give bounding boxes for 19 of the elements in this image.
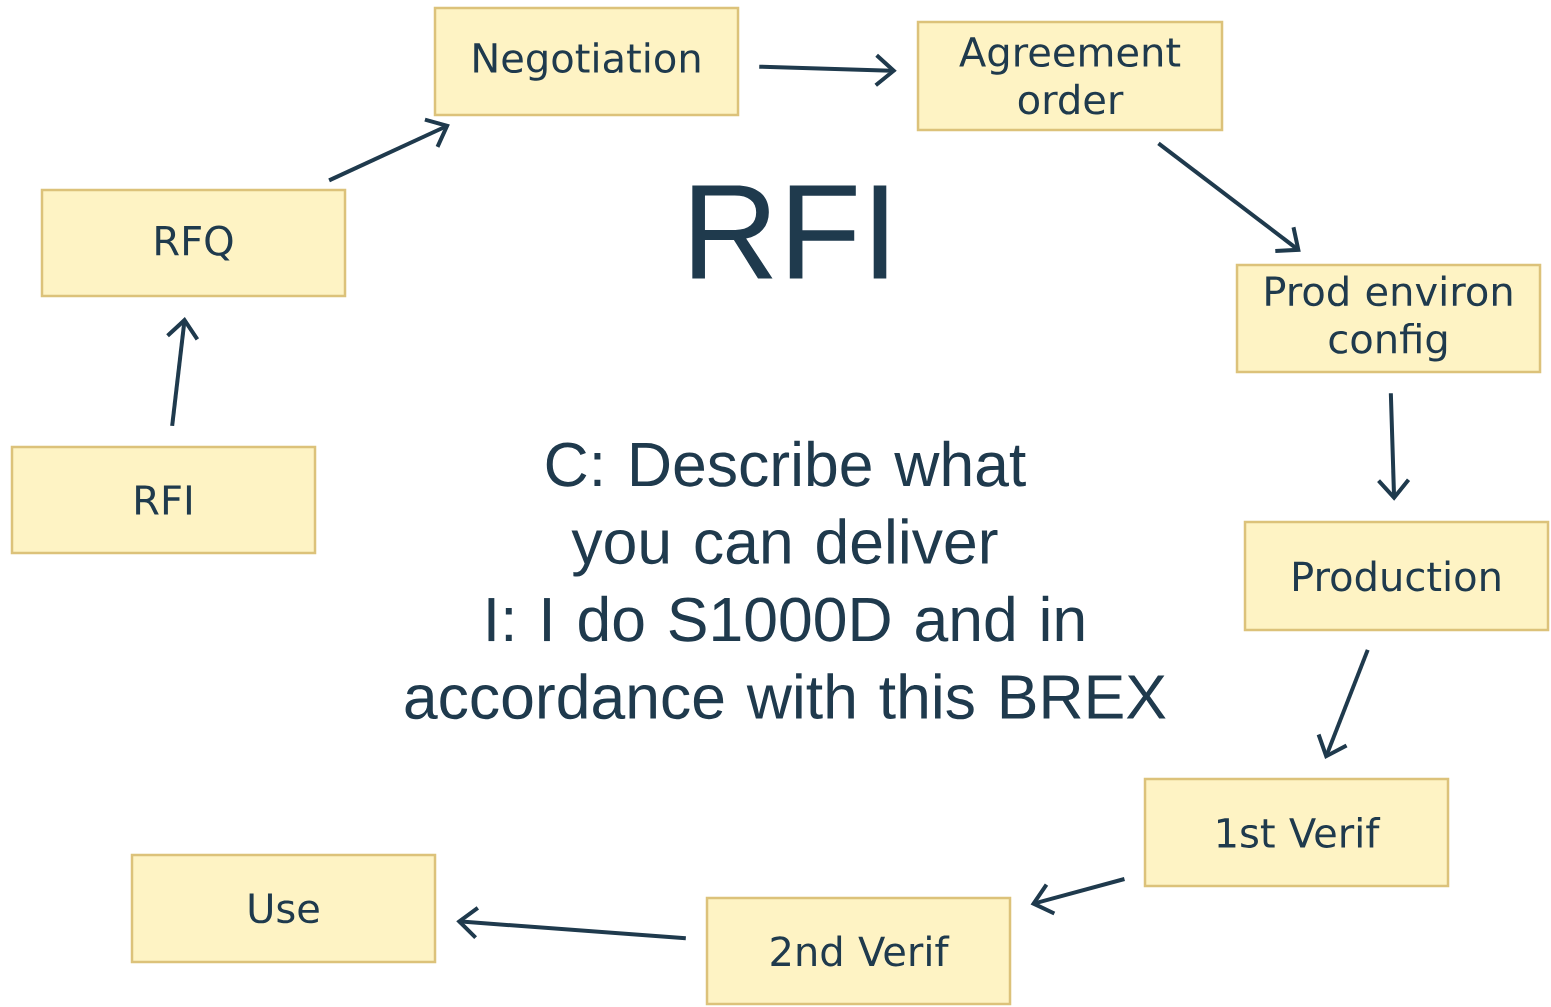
- process-box: Negotiation: [433, 6, 740, 117]
- note-text: C: Describe what you can deliver I: I do S1000D and in accordance with this BREX: [405, 440, 1166, 720]
- process-box: RFI: [10, 445, 317, 555]
- title: RFI: [692, 185, 887, 279]
- arrow: [166, 317, 200, 427]
- process-box: Agreement order: [916, 20, 1224, 132]
- arrow: [456, 906, 686, 941]
- arrow: [759, 53, 897, 87]
- process-box: RFQ: [40, 188, 347, 298]
- process-box: 1st Verif: [1143, 777, 1450, 888]
- arrow: [1316, 649, 1370, 760]
- arrow: [1030, 877, 1125, 916]
- arrow: [1377, 393, 1411, 501]
- arrow: [1157, 141, 1301, 254]
- process-box: Prod environ config: [1235, 263, 1542, 374]
- process-box: Use: [130, 853, 437, 964]
- arrow: [328, 117, 450, 183]
- process-box: 2nd Verif: [705, 896, 1012, 1006]
- process-box: Production: [1243, 520, 1550, 632]
